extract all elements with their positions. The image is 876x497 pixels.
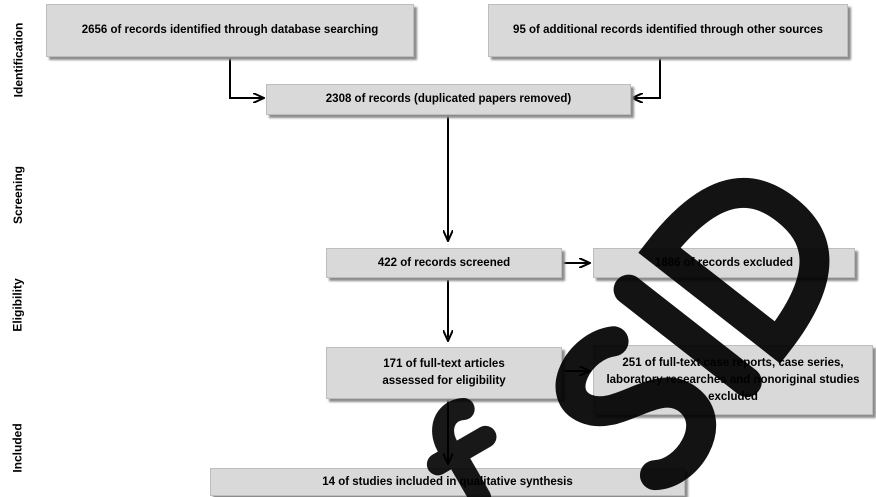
box-fulltext-assessed: 171 of full-text articles assessed for e… xyxy=(326,347,562,399)
box-database-records: 2656 of records identified through datab… xyxy=(46,4,414,57)
box-records-excluded: 1886 of records excluded xyxy=(593,248,855,278)
arrow-additional-to-deduplicated xyxy=(633,58,661,98)
box-deduplicated-records: 2308 of records (duplicated papers remov… xyxy=(266,84,631,115)
box-additional-records: 95 of additional records identified thro… xyxy=(488,4,848,57)
box-studies-included: 14 of studies included in qualitative sy… xyxy=(210,468,685,496)
box-records-screened: 422 of records screened xyxy=(326,248,562,278)
arrow-database-to-deduplicated xyxy=(229,58,263,98)
box-fulltext-excluded: 251 of full-text case reports, case seri… xyxy=(593,345,873,415)
